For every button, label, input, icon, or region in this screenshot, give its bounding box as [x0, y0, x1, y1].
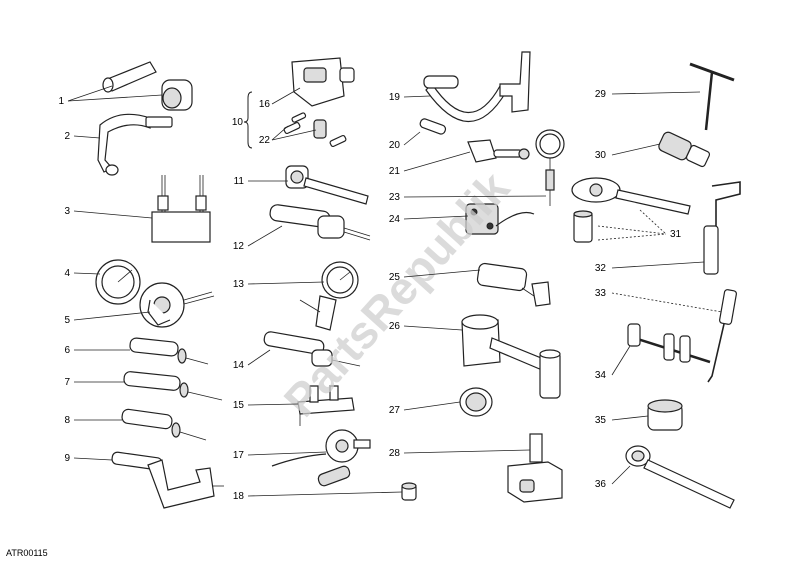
callout-31: 31 — [670, 229, 682, 240]
tool-13 — [299, 261, 359, 331]
callout-29: 29 — [595, 89, 607, 100]
tool-7 — [123, 371, 223, 401]
tool-5 — [139, 282, 215, 328]
tool-20 — [419, 118, 447, 135]
tool-14 — [263, 331, 361, 367]
callout-3: 3 — [64, 206, 70, 217]
callout-34: 34 — [595, 370, 607, 381]
tool-17 — [271, 429, 371, 487]
callout-17: 17 — [233, 450, 245, 461]
tool-3 — [151, 175, 211, 243]
callout-1: 1 — [58, 96, 64, 107]
tool-31 — [571, 177, 691, 243]
tool-23 — [535, 129, 565, 206]
callout-9: 9 — [64, 453, 70, 464]
callout-26: 26 — [389, 321, 401, 332]
callout-2: 2 — [64, 131, 70, 142]
callout-36: 36 — [595, 479, 607, 490]
callout-15: 15 — [233, 400, 245, 411]
callout-28: 28 — [389, 448, 401, 459]
callout-18: 18 — [233, 491, 245, 502]
callout-labels: 1 2 3 4 5 6 7 8 9 10 11 12 13 14 15 16 1… — [58, 89, 681, 502]
tool-29 — [689, 62, 735, 131]
tool-34 — [627, 323, 711, 364]
tool-35 — [647, 399, 683, 431]
callout-11: 11 — [234, 176, 245, 187]
tool-33 — [707, 289, 737, 383]
callout-13: 13 — [233, 279, 245, 290]
callout-33: 33 — [595, 288, 607, 299]
tool-6 — [129, 337, 209, 365]
tool-32 — [703, 181, 741, 275]
callout-10: 10 — [232, 117, 244, 128]
tool-28 — [507, 433, 563, 503]
callout-35: 35 — [595, 415, 607, 426]
callout-5: 5 — [64, 315, 70, 326]
tool-30 — [658, 131, 711, 168]
callout-4: 4 — [64, 268, 70, 279]
tool-22 — [283, 112, 347, 148]
leader-lines — [67, 85, 723, 497]
tool-4 — [95, 259, 141, 305]
callout-23: 23 — [389, 192, 401, 203]
callout-8: 8 — [64, 415, 70, 426]
callout-22: 22 — [259, 135, 271, 146]
tool-9 — [111, 451, 224, 509]
callout-24: 24 — [389, 214, 401, 225]
tool-2 — [97, 113, 173, 176]
tool-19 — [423, 51, 531, 123]
tool-26 — [461, 314, 561, 399]
tool-18 — [401, 482, 417, 501]
tool-21 — [467, 139, 530, 163]
callout-12: 12 — [233, 241, 245, 252]
callout-27: 27 — [389, 405, 401, 416]
bracket-10 — [243, 91, 253, 149]
callout-25: 25 — [389, 272, 401, 283]
callout-32: 32 — [595, 263, 607, 274]
tool-16 — [291, 57, 355, 107]
callout-19: 19 — [389, 92, 401, 103]
callout-16: 16 — [259, 99, 271, 110]
callout-6: 6 — [64, 345, 70, 356]
callout-14: 14 — [233, 360, 245, 371]
callout-21: 21 — [389, 166, 401, 177]
callout-7: 7 — [64, 377, 70, 388]
tool-11 — [285, 165, 369, 205]
tool-8 — [121, 408, 207, 441]
tool-25 — [476, 262, 551, 307]
tool-15 — [297, 385, 355, 426]
tool-24 — [465, 203, 535, 235]
tool-27 — [459, 387, 493, 417]
tool-1 — [102, 61, 193, 111]
callout-30: 30 — [595, 150, 607, 161]
callout-20: 20 — [389, 140, 401, 151]
tool-12 — [269, 204, 371, 241]
diagram-code: ATR00115 — [6, 548, 48, 558]
tool-36 — [625, 445, 735, 509]
